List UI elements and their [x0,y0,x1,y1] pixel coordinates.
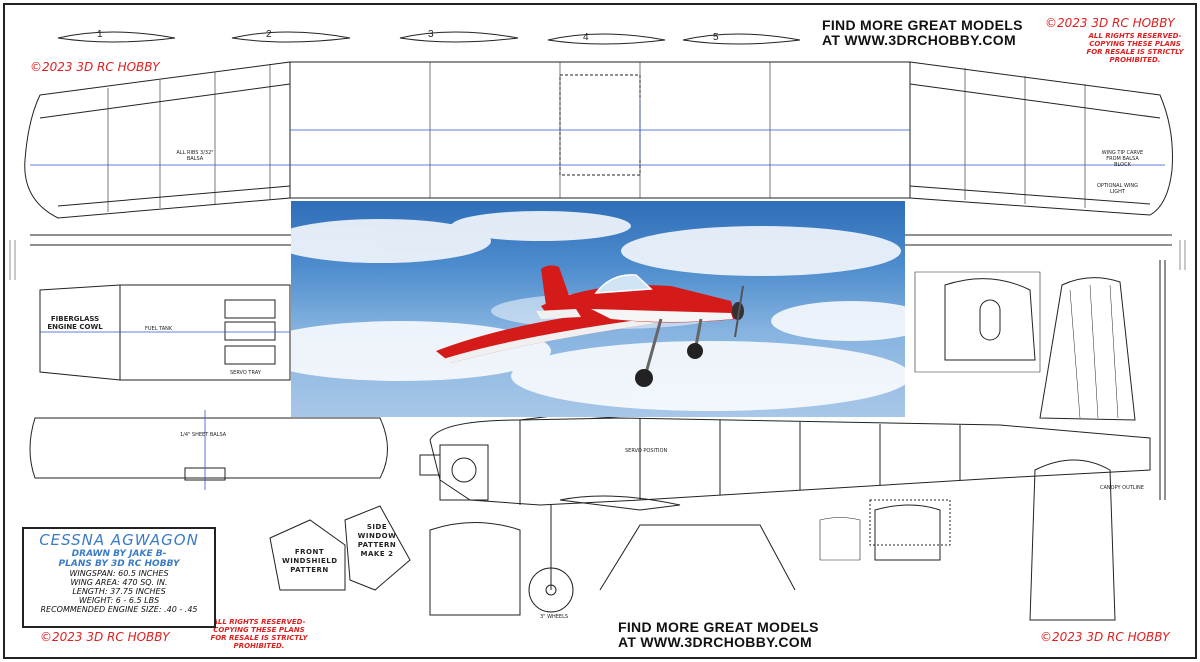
rights-line: COPYING THESE PLANS [1089,40,1181,48]
rib-3 [399,31,519,43]
label-cowl: FIBERGLASS ENGINE COWL [40,315,110,331]
label-wingtip: WING TIP CARVE FROM BALSA BLOCK [1101,150,1144,168]
rights-notice-bottom: ALL RIGHTS RESERVED- COPYING THESE PLANS… [204,618,314,650]
rights-line: ALL RIGHTS RESERVED- [212,618,306,626]
label-cowl-line: ENGINE COWL [47,323,103,331]
rib-2 [231,31,351,43]
airplane-render-photo [291,201,905,417]
rights-line: PROHIBITED. [1109,56,1161,64]
section-2 [874,504,941,561]
pattern-line: FRONT [294,548,325,556]
rib-4 [547,33,666,45]
plan-title: CESSNA AGWAGON [39,531,199,549]
spec-length: LENGTH: 37.75 INCHES [72,587,166,596]
rib-1 [57,31,176,43]
rights-notice-top: ALL RIGHTS RESERVED- COPYING THESE PLANS… [1080,32,1190,64]
rib-number-3: 3 [428,29,434,40]
label-wheels: 3" WHEELS [540,614,569,620]
rib-number-4: 4 [583,32,589,43]
center-box [559,74,641,176]
pattern-line: MAKE 2 [360,550,394,558]
label-servo-tray: SERVO TRAY [230,370,261,376]
label-sheet-balsa: 1/4" SHEET BALSA [180,432,227,438]
promo-header-line2: AT WWW.3DRCHOBBY.COM [822,32,1016,48]
wing-left [24,61,291,219]
pattern-line: WINDSHIELD [282,557,338,565]
rib-5 [682,33,801,45]
front-windshield-pattern [269,519,346,591]
rights-line: PROHIBITED. [233,642,285,650]
side-window-pattern [344,505,411,591]
label-all-ribs: ALL RIBS 3/32" BALSA [176,150,214,162]
stabilizer [29,417,388,479]
rib-number-1: 1 [97,29,103,40]
former-a [944,278,1036,361]
copyright-bottom-left: ©2023 3D RC HOBBY [40,630,170,644]
spec-engine: RECOMMENDED ENGINE SIZE: .40 - .45 [40,605,198,614]
label-fuel-tank: FUEL TANK [145,326,173,332]
rights-line: COPYING THESE PLANS [213,626,305,634]
rights-line: FOR RESALE IS STRICTLY [210,634,308,642]
pattern-line: PATTERN [290,566,329,574]
promo-footer-line1: FIND MORE GREAT MODELS [618,619,819,635]
wing-right [909,61,1173,216]
side-window-label: SIDE WINDOW PATTERN MAKE 2 [352,523,402,559]
copyright-bottom-right: ©2023 3D RC HOBBY [1040,630,1170,644]
label-optional-light: OPTIONAL WING LIGHT [1097,183,1138,195]
landing-gear [599,524,796,591]
section-3 [1029,459,1116,621]
promo-header: FIND MORE GREAT MODELS AT WWW.3DRCHOBBY.… [822,17,1023,48]
promo-footer: FIND MORE GREAT MODELS AT WWW.3DRCHOBBY.… [618,619,819,650]
label-canopy: CANOPY OUTLINE [1100,485,1144,491]
plane-tail [541,265,571,306]
pattern-line: WINDOW [357,532,397,540]
title-block: CESSNA AGWAGON DRAWN BY JAKE B- PLANS BY… [22,527,216,628]
airplane-illustration [291,211,905,411]
drawn-by: DRAWN BY JAKE B- [71,549,167,559]
front-windshield-label: FRONT WINDSHIELD PATTERN [282,548,337,575]
plane-wheel-left [635,369,653,387]
plans-by: PLANS BY 3D RC HOBBY [58,559,180,569]
rib-number-2: 2 [266,29,272,40]
pattern-line: SIDE [366,523,388,531]
label-servo-position: SERVO POSITION [625,448,668,454]
rights-line: ALL RIGHTS RESERVED- [1088,32,1182,40]
fuselage-top [39,284,291,381]
rights-line: FOR RESALE IS STRICTLY [1086,48,1184,56]
rib-number-5: 5 [713,32,719,43]
promo-footer-line2: AT WWW.3DRCHOBBY.COM [618,634,812,650]
spec-wingspan: WINGSPAN: 60.5 INCHES [69,569,169,578]
vertical-tail [1039,277,1136,421]
spec-wing-area: WING AREA: 470 SQ. IN. [70,578,168,587]
fuselage-side [429,417,1151,506]
section-1 [429,522,521,616]
plane-wheel-right [687,343,703,359]
sheet-border [3,3,1197,659]
copyright-top-left: ©2023 3D RC HOBBY [30,60,160,74]
label-cowl-line: FIBERGLASS [50,315,100,323]
spec-weight: WEIGHT: 6 - 6.5 LBS [78,596,160,605]
pattern-line: PATTERN [357,541,397,549]
promo-header-line1: FIND MORE GREAT MODELS [822,17,1023,33]
copyright-top-right: ©2023 3D RC HOBBY [1045,16,1175,30]
